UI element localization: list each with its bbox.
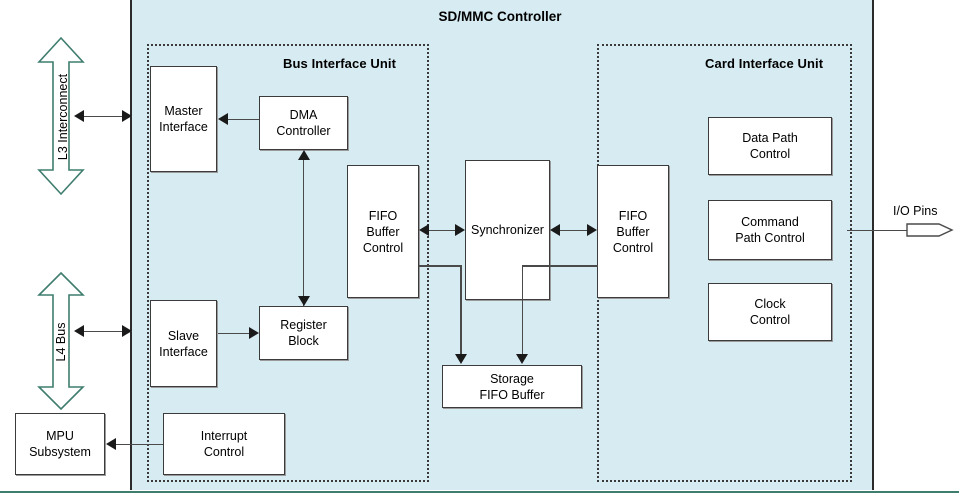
block-label-line2: Control — [749, 147, 791, 161]
register-to-dma-arrowhead-down — [298, 296, 310, 306]
block-label-line3: Control — [362, 240, 404, 255]
block-label-line1: Storage — [490, 371, 534, 386]
block-label-line1: FIFO — [618, 208, 648, 223]
block-label-line2: Interface — [159, 344, 208, 359]
l4-connector-arrowhead-left — [74, 325, 84, 337]
block-label-line1: Synchronizer — [471, 223, 544, 237]
block-label-line1: FIFO — [368, 208, 398, 223]
block-fifo-buffer-control-bus[interactable]: FIFO Buffer Control — [347, 165, 419, 298]
fifobus-sync-arrowhead-right — [455, 224, 465, 236]
interrupt-to-mpu-arrowhead — [106, 438, 116, 450]
io-pins-arrow — [906, 219, 954, 241]
block-storage-fifo-buffer[interactable]: Storage FIFO Buffer — [442, 365, 582, 408]
dma-to-master-arrowhead — [218, 113, 228, 125]
fifobus-to-storage-hline — [419, 265, 461, 267]
block-label-line2: FIFO Buffer — [479, 387, 545, 402]
fifobus-sync-line — [429, 229, 455, 231]
block-label-line1: MPU — [46, 429, 74, 443]
io-pins-label: I/O Pins — [893, 204, 938, 218]
l4-connector-arrowhead-right — [122, 325, 132, 337]
block-label-line1: Clock — [754, 297, 786, 311]
io-pins-line — [847, 229, 909, 231]
block-label-line2: Control — [749, 313, 791, 327]
block-label-line2: Control — [203, 445, 245, 459]
block-mpu-subsystem[interactable]: MPU Subsystem — [15, 413, 105, 475]
block-label-line2: Interface — [159, 120, 208, 134]
fifocard-to-storage-arrowhead — [516, 354, 528, 364]
block-label-line1: Data Path — [742, 131, 798, 145]
block-label-line2: Controller — [276, 124, 331, 138]
fifobus-sync-arrowhead-left — [419, 224, 429, 236]
block-label-line2: Subsystem — [29, 445, 91, 459]
block-dma-controller[interactable]: DMA Controller — [259, 96, 348, 150]
slave-to-register-arrowhead — [249, 327, 259, 339]
block-label-line2: Block — [288, 334, 319, 348]
block-command-path-control[interactable]: Command Path Control — [708, 200, 832, 260]
block-label-line1: Slave — [167, 328, 200, 343]
block-interrupt-control[interactable]: Interrupt Control — [163, 413, 285, 475]
sync-fifocard-line — [560, 229, 587, 231]
interrupt-to-mpu-line — [116, 443, 163, 445]
page-title: SD/MMC Controller — [438, 9, 562, 24]
l4-bus-arrow — [36, 271, 86, 411]
dma-to-master-line — [228, 118, 259, 120]
block-label-line1: Command — [741, 215, 799, 229]
l3-connector-line — [78, 115, 132, 117]
block-label-line1: Interrupt — [200, 429, 248, 443]
block-label-line2: Path Control — [735, 231, 805, 245]
l3-interconnect-label: L3 Interconnect — [56, 73, 70, 161]
fifocard-to-storage-vline — [521, 265, 523, 355]
block-label-line3: Control — [612, 240, 654, 255]
block-clock-control[interactable]: Clock Control — [708, 283, 832, 341]
block-slave-interface[interactable]: Slave Interface — [150, 300, 217, 387]
l4-connector-line — [78, 330, 132, 332]
block-label-line1: Register — [280, 318, 327, 332]
figure-bottom-rule — [0, 491, 959, 493]
block-label-line1: Master — [164, 104, 203, 118]
block-label-line1: DMA — [289, 108, 318, 122]
l4-bus-label: L4 Bus — [54, 322, 68, 362]
fifocard-to-storage-hline — [522, 265, 598, 267]
block-synchronizer[interactable]: Synchronizer — [465, 160, 550, 300]
sync-fifocard-arrowhead-right — [587, 224, 597, 236]
block-label-line2: Buffer — [366, 224, 400, 239]
l3-connector-arrowhead-left — [74, 110, 84, 122]
l3-connector-arrowhead-right — [122, 110, 132, 122]
register-to-dma-line — [302, 160, 304, 306]
bus-interface-unit — [147, 44, 429, 482]
sync-fifocard-arrowhead-left — [550, 224, 560, 236]
block-fifo-buffer-control-card[interactable]: FIFO Buffer Control — [597, 165, 669, 298]
fifobus-to-storage-arrowhead — [455, 354, 467, 364]
l3-interconnect-arrow — [36, 36, 86, 196]
register-to-dma-arrowhead-up — [298, 150, 310, 160]
bus-interface-unit-label: Bus Interface Unit — [283, 56, 397, 71]
card-interface-unit-label: Card Interface Unit — [705, 56, 824, 71]
fifobus-to-storage-vline — [460, 265, 462, 355]
block-data-path-control[interactable]: Data Path Control — [708, 117, 832, 175]
block-register-block[interactable]: Register Block — [259, 306, 348, 360]
block-master-interface[interactable]: Master Interface — [150, 66, 217, 172]
slave-to-register-line — [218, 332, 249, 334]
block-label-line2: Buffer — [616, 224, 650, 239]
